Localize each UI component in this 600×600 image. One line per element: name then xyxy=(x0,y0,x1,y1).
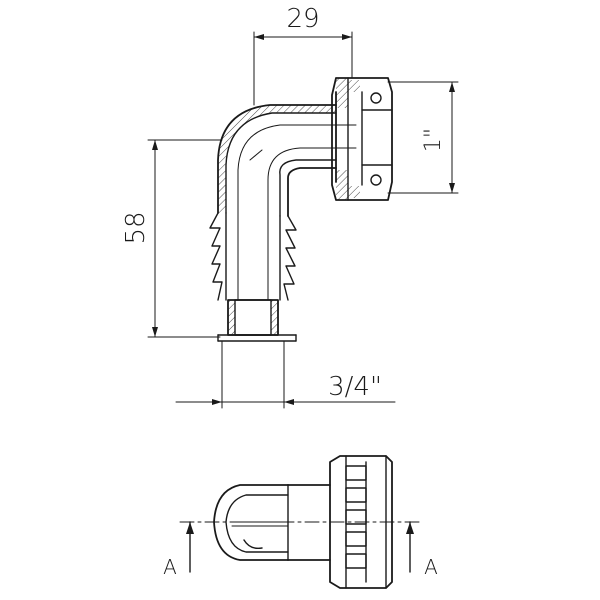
dimension-thread-1-inch: 1" xyxy=(387,81,459,194)
dimension-58-label: 58 xyxy=(121,211,151,244)
dimension-thread-1-inch-label: 1" xyxy=(421,128,446,152)
section-arrow-left xyxy=(186,522,194,534)
section-line-a-a: A A xyxy=(163,521,438,579)
side-view-elbow xyxy=(209,77,393,342)
dimension-29-label: 29 xyxy=(286,4,319,34)
dimension-58: 58 xyxy=(121,139,223,338)
dimension-thread-3-4-inch: 3/4" xyxy=(175,340,396,409)
section-label-left: A xyxy=(163,555,177,579)
dimension-29: 29 xyxy=(253,4,353,106)
dimension-thread-3-4-inch-label: 3/4" xyxy=(328,372,382,402)
section-label-right: A xyxy=(424,555,438,579)
section-arrow-right xyxy=(406,522,414,534)
